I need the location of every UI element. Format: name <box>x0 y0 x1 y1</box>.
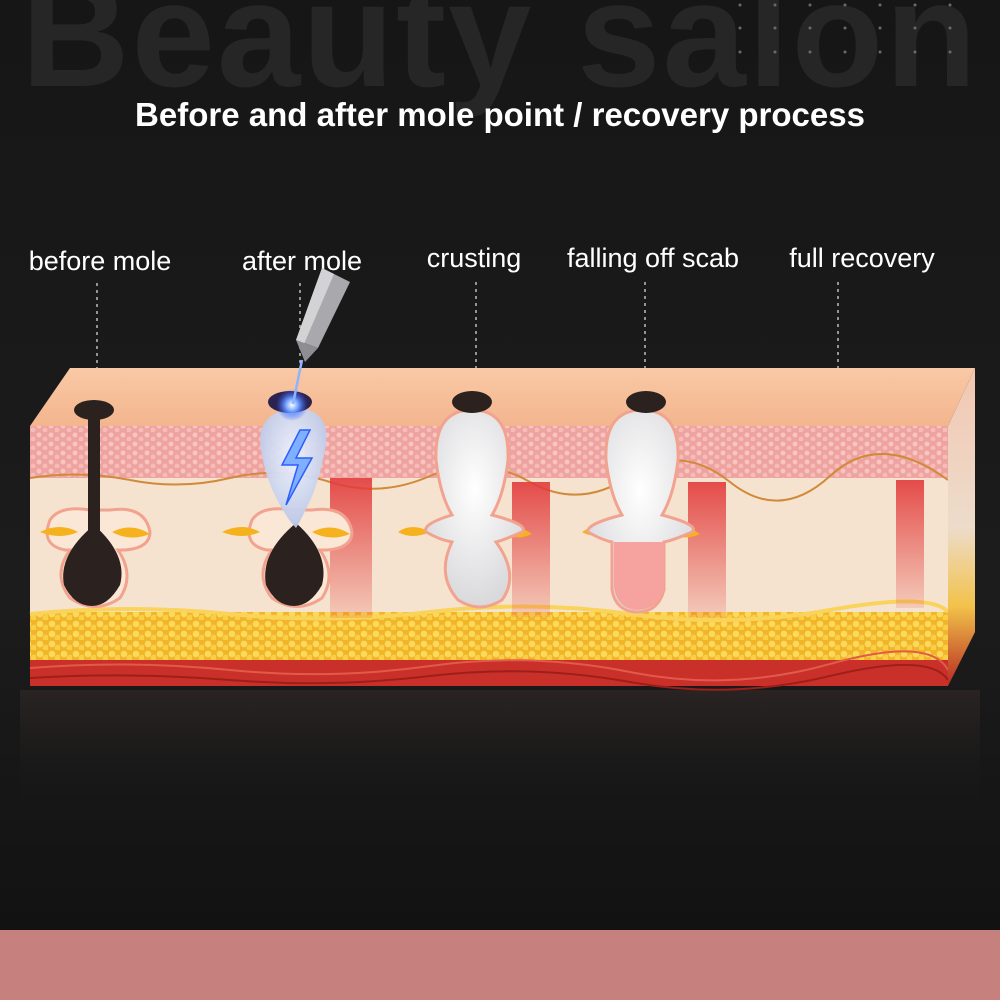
stage-crusting <box>398 391 532 609</box>
watermark-dots <box>738 3 952 54</box>
muscle-layer <box>30 660 948 686</box>
stage-before-mole <box>40 400 152 608</box>
label-before-mole: before mole <box>28 246 172 276</box>
watermark-text: Beauty salon <box>21 0 979 118</box>
inflammation-streaks <box>330 478 924 618</box>
page-title: Before and after mole point / recovery p… <box>135 96 865 133</box>
side-face <box>948 368 975 686</box>
stage-falling-off-scab <box>582 391 700 614</box>
floor-reflection <box>20 690 980 810</box>
fat-edge <box>29 599 950 623</box>
skin-surface <box>30 368 975 426</box>
fat-layer <box>30 612 948 662</box>
bottom-band <box>0 930 1000 1000</box>
electric-needle-icon <box>291 268 350 405</box>
label-falling-off-scab: falling off scab <box>566 243 740 273</box>
label-full-recovery: full recovery <box>789 243 935 273</box>
label-after-mole: after mole <box>241 246 363 276</box>
lightning-icon <box>280 429 314 506</box>
stage-after-mole <box>222 389 354 608</box>
label-crusting: crusting <box>426 243 522 273</box>
